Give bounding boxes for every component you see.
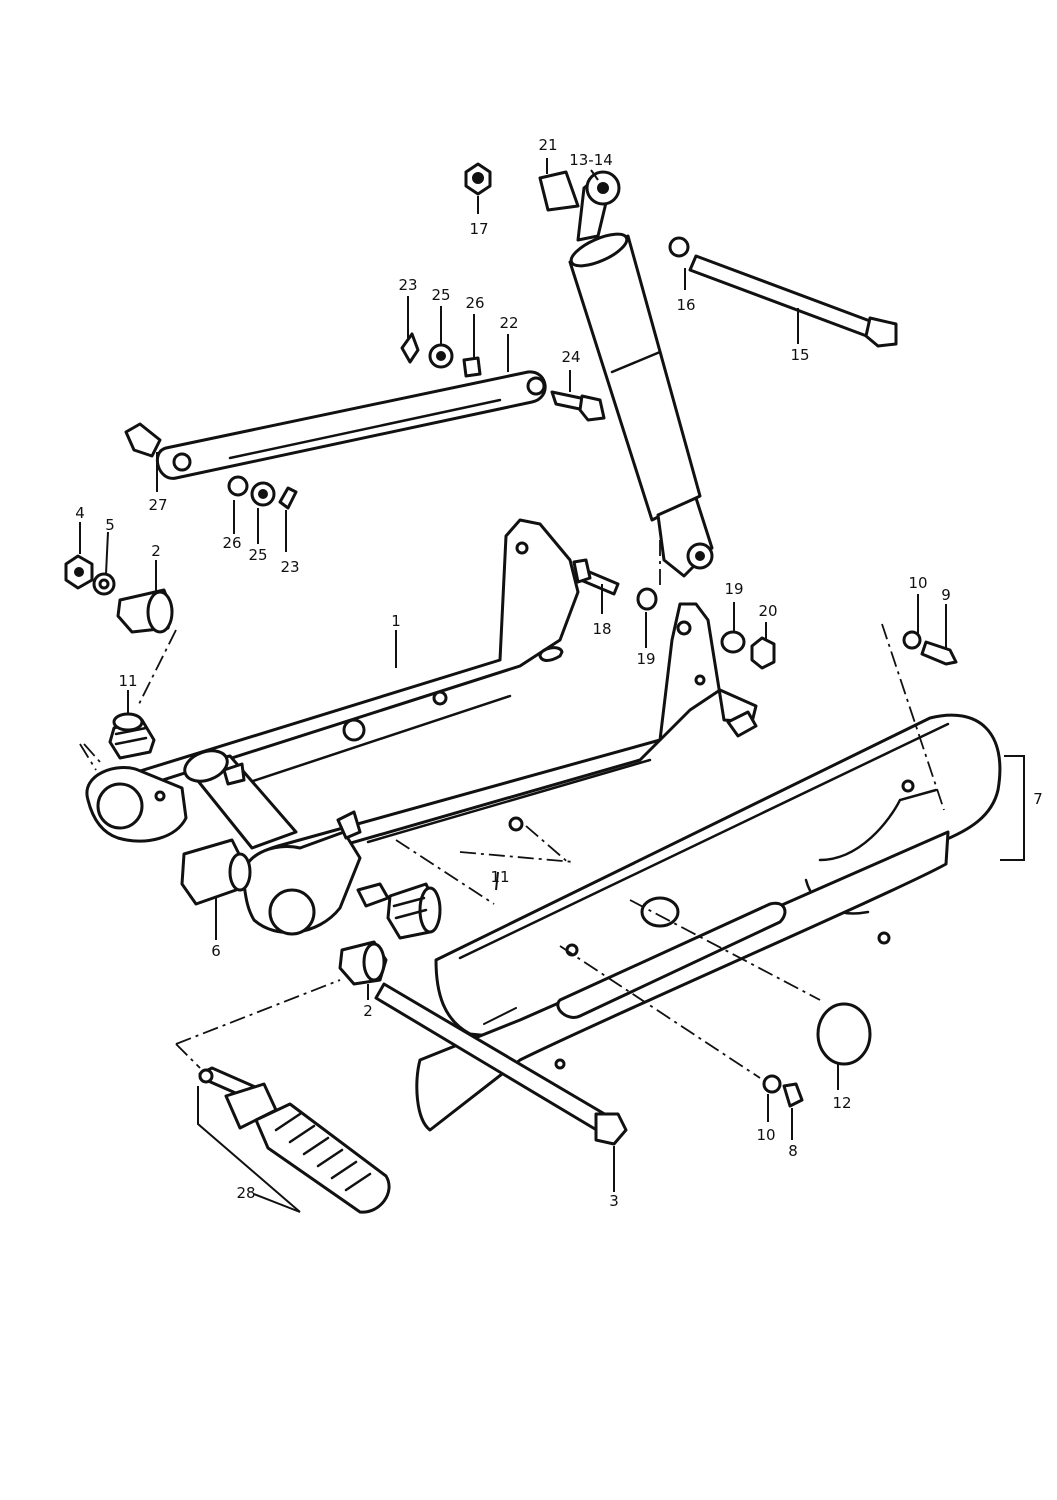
leader-lines — [79, 158, 1025, 1213]
callout-25-top: 25 — [431, 286, 450, 304]
swingarm-cross-tube — [183, 749, 298, 850]
nut-4 — [64, 554, 94, 590]
footrest — [198, 1066, 391, 1214]
callout-17: 17 — [469, 220, 488, 238]
callout-2-top: 2 — [151, 542, 161, 560]
spacer-right — [356, 882, 390, 908]
callout-13-14: 13-14 — [569, 151, 613, 169]
shock-absorber — [538, 170, 714, 578]
callout-11-bottom: 11 — [490, 868, 509, 886]
callout-21: 21 — [538, 136, 557, 154]
callout-3: 3 — [609, 1192, 619, 1210]
callout-7: 7 — [1033, 790, 1043, 808]
callout-10-top: 10 — [908, 574, 927, 592]
washer-5 — [92, 572, 116, 596]
link-hardware-bottom — [227, 475, 298, 510]
bushing-11-bottom — [386, 882, 442, 940]
center-lines — [79, 540, 945, 1079]
swingarm-left-arm — [89, 518, 580, 804]
callout-26-top: 26 — [465, 294, 484, 312]
callout-5: 5 — [105, 516, 115, 534]
chain-case — [415, 713, 1002, 1132]
bushing-2-bottom — [338, 940, 388, 986]
callout-6: 6 — [211, 942, 221, 960]
callout-1: 1 — [391, 612, 401, 630]
pivot-shaft — [374, 982, 628, 1146]
bolt-24 — [550, 390, 606, 422]
callout-19-right: 19 — [724, 580, 743, 598]
screw-8 — [762, 1074, 804, 1108]
callout-23-top: 23 — [398, 276, 417, 294]
callout-23-bottom: 23 — [280, 558, 299, 576]
callout-26-bottom: 26 — [222, 534, 241, 552]
bushing-6 — [180, 838, 252, 906]
callout-9: 9 — [941, 586, 951, 604]
callout-22: 22 — [499, 314, 518, 332]
callout-2-bottom: 2 — [363, 1002, 373, 1020]
callout-24: 24 — [561, 348, 580, 366]
bushing-11-top — [108, 712, 156, 760]
callout-27: 27 — [148, 496, 167, 514]
torque-link — [155, 370, 547, 480]
shock-bolt — [668, 236, 898, 348]
link-hardware-top — [400, 332, 482, 378]
cap-12 — [816, 1002, 872, 1066]
callout-4: 4 — [75, 504, 85, 522]
callout-18: 18 — [592, 620, 611, 638]
callout-10-bottom: 10 — [756, 1126, 775, 1144]
bolt-9-washer-10 — [902, 630, 958, 666]
bolt-18 — [572, 558, 776, 670]
callout-19-left: 19 — [636, 650, 655, 668]
callout-11-top: 11 — [118, 672, 137, 690]
callout-labels: 21 13-14 17 16 15 23 25 26 22 24 27 26 2… — [75, 136, 1043, 1210]
callout-20: 20 — [758, 602, 777, 620]
pivot-boss-right — [241, 810, 362, 936]
callout-12: 12 — [832, 1094, 851, 1112]
callout-16: 16 — [676, 296, 695, 314]
callout-25-bottom: 25 — [248, 546, 267, 564]
callout-28: 28 — [236, 1184, 255, 1202]
pivot-boss-left — [85, 766, 188, 843]
callout-15: 15 — [790, 346, 809, 364]
nut-17 — [464, 162, 492, 196]
callout-8: 8 — [788, 1142, 798, 1160]
bushing-2-top — [116, 588, 174, 634]
bolt-27 — [124, 422, 162, 458]
swingarm-right-arm — [246, 602, 758, 874]
